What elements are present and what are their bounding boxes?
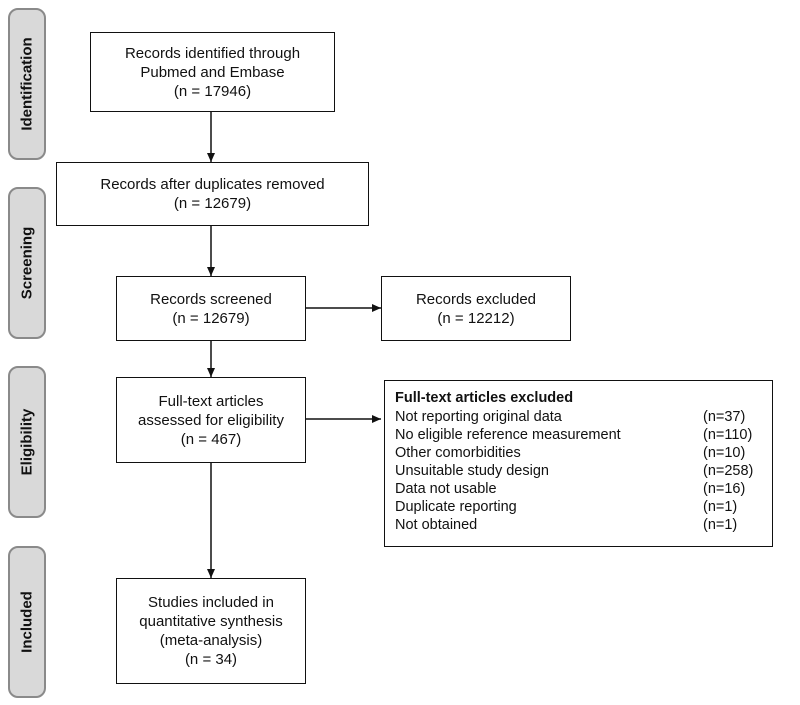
exclusion-count: (n=37) [703, 409, 746, 425]
box-studies-included-line-3: (meta-analysis) [159, 632, 263, 649]
exclusion-row: Duplicate reporting (n=1) [395, 498, 762, 516]
phase-screening: Screening [8, 187, 46, 339]
exclusion-count: (n=16) [703, 481, 746, 497]
exclusion-count: (n=1) [703, 499, 738, 515]
connector-arrows [207, 112, 381, 578]
exclusion-row: Unsuitable study design (n=258) [395, 462, 762, 480]
exclusion-count: (n=258) [703, 463, 754, 479]
box-records-screened-line-1: Records screened [150, 290, 272, 308]
box-records-screened-line-2: (n = 12679) [172, 309, 250, 327]
box-records-after-duplicates-line-1: Records after duplicates removed [100, 176, 325, 193]
box-records-screened: Records screened (n = 12679) [116, 276, 306, 341]
exclusion-reason: Unsuitable study design [395, 463, 549, 479]
box-studies-included-line-2: quantitative synthesis [139, 613, 283, 630]
phase-eligibility: Eligibility [8, 366, 46, 518]
exclusion-row: Not reporting original data (n=37) [395, 408, 762, 426]
box-records-excluded-line-2: (n = 12212) [437, 309, 515, 327]
box-studies-included-line-4: (n = 34) [184, 651, 238, 668]
box-records-after-duplicates: Records after duplicates removed (n = 12… [56, 162, 369, 226]
prisma-flow-diagram: Identification Screening Eligibility Inc… [8, 0, 792, 705]
exclusion-reason: Data not usable [395, 481, 497, 497]
exclusion-reason: Not obtained [395, 517, 478, 533]
phase-included: Included [8, 546, 46, 698]
box-studies-included-line-1: Studies included in [148, 594, 274, 611]
box-records-identified: Records identified through Pubmed and Em… [90, 32, 335, 112]
box-full-text-assessed-line-3: (n = 467) [180, 430, 242, 448]
exclusion-count: (n=1) [703, 517, 738, 533]
box-records-identified-line-2: Pubmed and Embase [140, 63, 285, 81]
exclusion-reason: Not reporting original data [395, 409, 562, 425]
exclusion-row: Other comorbidities (n=10) [395, 444, 762, 462]
box-records-excluded-line-1: Records excluded [415, 290, 537, 308]
exclusion-count: (n=110) [703, 427, 753, 443]
full-text-excluded-title: Full-text articles excluded [395, 390, 574, 406]
box-studies-included: Studies included in quantitative synthes… [116, 578, 306, 684]
exclusion-count: (n=10) [703, 445, 746, 461]
exclusion-reason: Other comorbidities [395, 445, 521, 461]
exclusion-row: Data not usable (n=16) [395, 480, 762, 498]
box-records-identified-line-1: Records identified through [124, 44, 301, 62]
box-full-text-assessed: Full-text articles assessed for eligibil… [116, 377, 306, 463]
box-full-text-assessed-line-1: Full-text articles [158, 392, 264, 410]
phase-identification: Identification [8, 8, 46, 160]
box-full-text-excluded: Full-text articles excluded Not reportin… [384, 380, 773, 547]
box-full-text-assessed-line-2: assessed for eligibility [138, 411, 284, 429]
box-records-after-duplicates-line-2: (n = 12679) [173, 195, 252, 212]
exclusion-row: No eligible reference measurement (n=110… [395, 426, 762, 444]
exclusion-reason: Duplicate reporting [395, 499, 517, 515]
box-records-identified-line-3: (n = 17946) [173, 82, 252, 100]
exclusion-row: Not obtained (n=1) [395, 516, 762, 534]
exclusion-reason: No eligible reference measurement [395, 427, 621, 443]
box-records-excluded: Records excluded (n = 12212) [381, 276, 571, 341]
